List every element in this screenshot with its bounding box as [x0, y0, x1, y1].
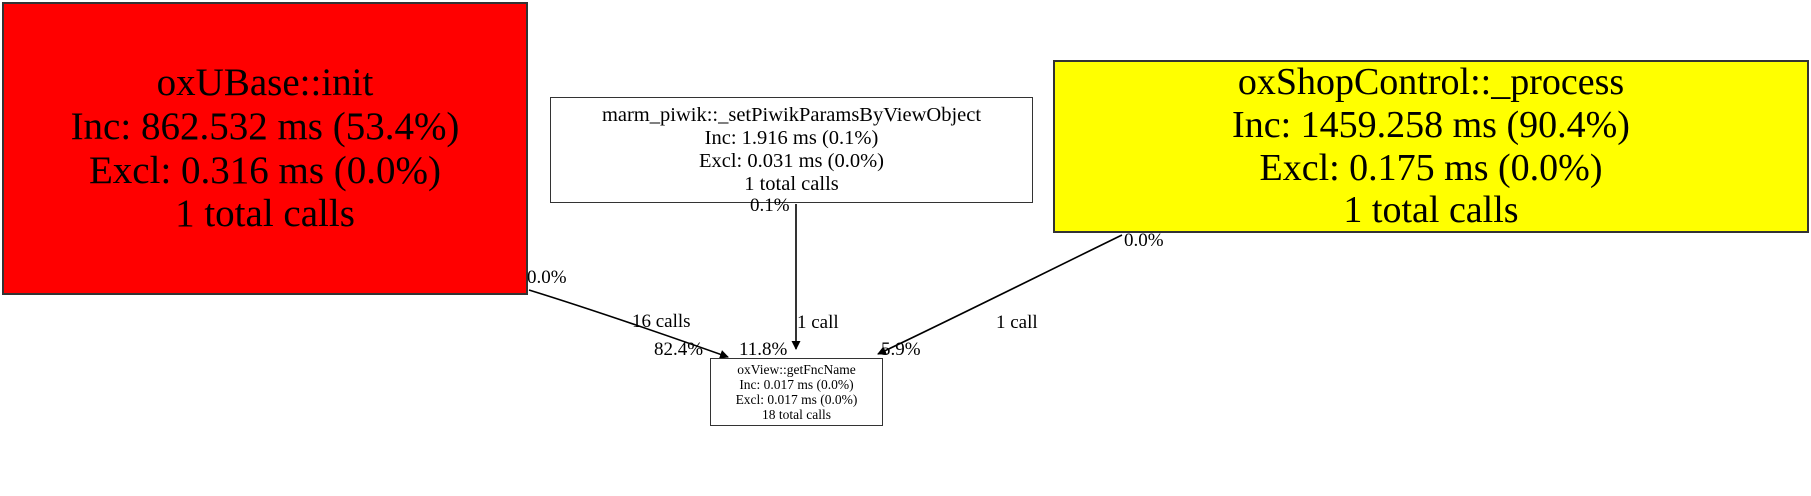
edge-label-oxubase-init-head-pct: 82.4% [654, 339, 704, 360]
edge-label-oxshopcontrol-process-calls: 1 call [996, 312, 1038, 333]
edge-label-marm-piwik-head-pct: 11.8% [739, 339, 788, 360]
edge-label-marm-piwik-calls: 1 call [797, 312, 839, 333]
node-marm-piwik-setpiwikparamsbyviewobject[interactable]: marm_piwik::_setPiwikParamsByViewObject … [550, 97, 1033, 203]
node-oxshopcontrol-process-exclusive: Excl: 0.175 ms (0.0%) [1259, 146, 1603, 189]
node-marm-piwik-title: marm_piwik::_setPiwikParamsByViewObject [601, 104, 982, 127]
node-oxview-getfncname-inclusive: Inc: 0.017 ms (0.0%) [739, 376, 854, 392]
edge-label-oxubase-init-tail-pct: 0.0% [527, 267, 567, 288]
node-oxubase-init-exclusive: Excl: 0.316 ms (0.0%) [88, 148, 442, 192]
edge-oxshopcontrol-process-to-oxview-getfncname [877, 234, 1123, 355]
edge-label-oxshopcontrol-process-head-pct: 5.9% [881, 339, 921, 360]
node-oxubase-init[interactable]: oxUBase::init Inc: 862.532 ms (53.4%) Ex… [2, 2, 528, 295]
node-oxubase-init-inclusive: Inc: 862.532 ms (53.4%) [70, 104, 460, 148]
node-oxshopcontrol-process-calls: 1 total calls [1343, 189, 1519, 232]
node-oxview-getfncname[interactable]: oxView::getFncName Inc: 0.017 ms (0.0%) … [710, 358, 883, 426]
node-marm-piwik-calls: 1 total calls [744, 172, 839, 195]
node-marm-piwik-exclusive: Excl: 0.031 ms (0.0%) [698, 150, 885, 172]
node-oxubase-init-title: oxUBase::init [156, 61, 374, 105]
node-marm-piwik-inclusive: Inc: 1.916 ms (0.1%) [704, 127, 879, 150]
edge-label-oxubase-init-calls: 16 calls [632, 311, 691, 332]
edge-label-marm-piwik-tail-pct: 0.1% [750, 195, 790, 216]
node-oxubase-init-calls: 1 total calls [175, 192, 355, 236]
node-oxview-getfncname-exclusive: Excl: 0.017 ms (0.0%) [735, 392, 858, 407]
edge-label-oxshopcontrol-process-tail-pct: 0.0% [1124, 230, 1164, 251]
node-oxshopcontrol-process-inclusive: Inc: 1459.258 ms (90.4%) [1232, 103, 1630, 146]
node-oxshopcontrol-process-title: oxShopControl::_process [1237, 61, 1625, 104]
node-oxview-getfncname-title: oxView::getFncName [737, 361, 856, 377]
node-oxview-getfncname-calls: 18 total calls [762, 407, 831, 423]
node-oxshopcontrol-process[interactable]: oxShopControl::_process Inc: 1459.258 ms… [1053, 60, 1809, 233]
